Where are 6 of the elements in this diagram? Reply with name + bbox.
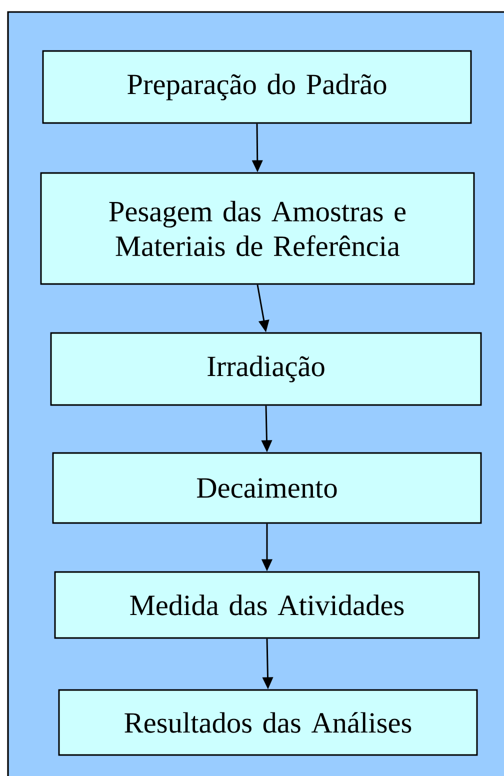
- process-box: Decaimento: [52, 452, 482, 524]
- process-box: Pesagem das Amostras e Materiais de Referência: [40, 172, 475, 285]
- process-box: Medida das Atividades: [54, 571, 480, 639]
- process-box: Resultados das Análises: [58, 689, 478, 756]
- process-box: Irradiação: [50, 332, 482, 406]
- process-box: Preparação do Padrão: [42, 50, 472, 124]
